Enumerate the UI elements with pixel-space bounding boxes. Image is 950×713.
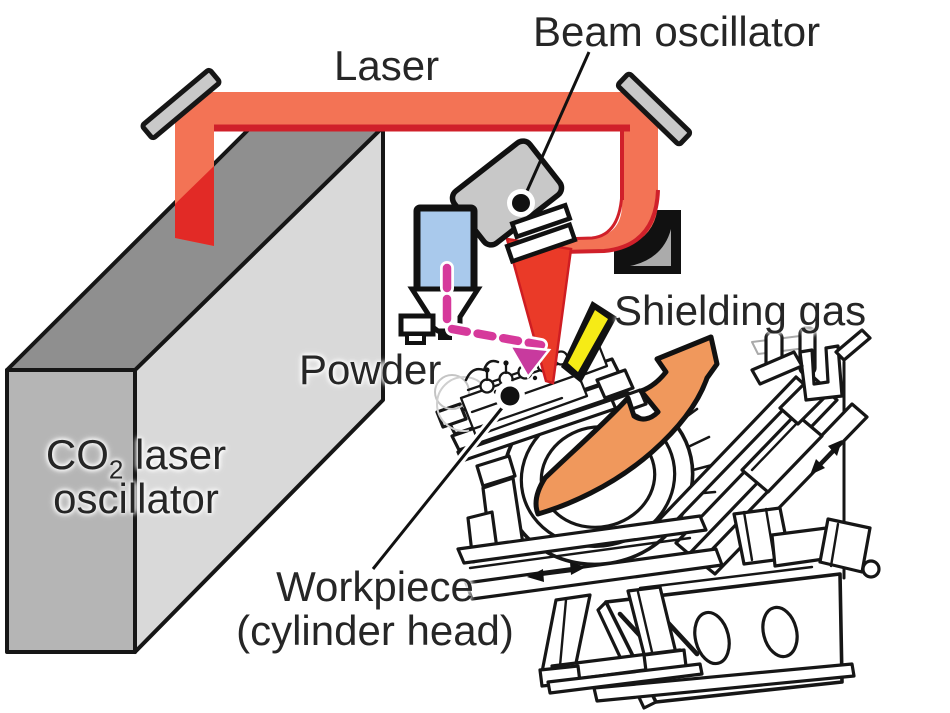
top-bracket: [750, 326, 872, 402]
laser-bend-outer-edge: [559, 189, 660, 254]
beam-oscillator-label: Beam oscillator: [533, 8, 821, 55]
base-hole: [761, 605, 799, 659]
laser-beam-main: [175, 92, 658, 252]
powder-feeder: [398, 204, 552, 380]
nozzle-core: [568, 310, 608, 372]
laser-beam-leg-shadow: [175, 166, 214, 246]
laser-bend-inner-edge: [559, 189, 624, 241]
right-mirror: [615, 71, 693, 147]
powder-side-pipe: [398, 313, 436, 337]
powder-label: Powder: [299, 346, 442, 393]
left-mirror: [140, 67, 222, 141]
carriage-block: [740, 412, 824, 494]
beam-oscillator-device: [449, 51, 591, 265]
co2-laser-oscillator-box: [5, 125, 385, 654]
beam-oscillator-ring: [509, 202, 573, 240]
workpiece-leader-line: [371, 402, 508, 570]
stand-legs: [538, 585, 704, 695]
shielding-gas-nozzle: [561, 301, 617, 383]
beam-oscillator-leader-line: [521, 51, 591, 201]
workpiece-label: Workpiece (cylinder head): [236, 563, 514, 654]
box-front-face: [5, 368, 137, 654]
powder-stream-triangle: [507, 344, 552, 380]
powder-spout: [438, 331, 452, 340]
axis-arrow-horizontal: [527, 562, 586, 582]
shielding-gas-label: Shielding gas: [614, 287, 867, 334]
base-hole: [693, 610, 731, 666]
workpiece-leader: [369, 381, 525, 572]
laser-beam: [175, 92, 660, 254]
axis-arrow-diagonal: [810, 440, 842, 475]
bend-mirror: [614, 210, 681, 274]
x-slide-rails: [456, 514, 724, 601]
workpiece-leader-dot: [500, 386, 520, 406]
rotation-arrow: [533, 334, 720, 517]
co2-oscillator-label: CO2 laser oscillator: [45, 431, 227, 522]
machine-base: [592, 565, 856, 710]
shaft-assembly: [732, 506, 881, 579]
bend-mirror-glass: [630, 229, 671, 266]
trunnion-blocks: [466, 454, 525, 564]
laser-label: Laser: [334, 42, 440, 89]
beam-oscillator-ring: [504, 221, 578, 265]
powder-stream-dashed: [440, 261, 548, 352]
powder-side-pipe-step: [405, 332, 426, 345]
beam-oscillator-leader-dot: [512, 194, 530, 212]
